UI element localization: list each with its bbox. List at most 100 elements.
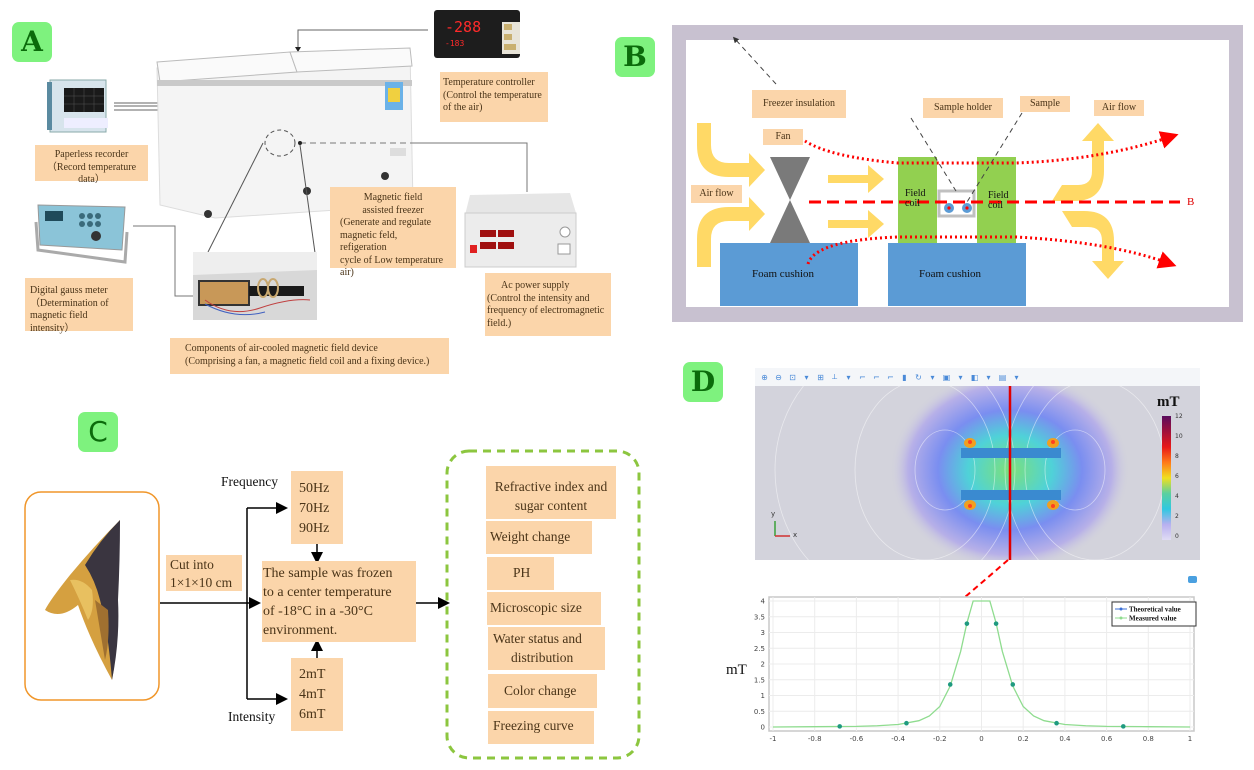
colorbar-tick: 6	[1175, 473, 1179, 480]
field-coil-2-text-a: Field	[988, 190, 1009, 201]
y-tick-label: 3.5	[754, 613, 765, 621]
theoretical-value-point	[964, 621, 970, 626]
view-xy-icon[interactable]: ⟂	[831, 372, 838, 381]
paperless-recorder-image	[47, 79, 108, 133]
view-yz-icon[interactable]: ▾	[846, 372, 851, 382]
freezer-title-2: assisted freezer	[362, 204, 424, 216]
theoretical-value-point	[837, 724, 843, 729]
y-tick-label: 0.5	[754, 708, 765, 716]
controller-display-bottom: -183	[445, 39, 464, 48]
temperature-controller-desc-1: (Control the temperature	[443, 89, 542, 101]
grid-icon[interactable]: ▾	[958, 372, 963, 382]
measurement-text: Refractive index and	[494, 479, 608, 494]
b-field-label: B	[1187, 196, 1195, 208]
legend-icon[interactable]: ◧	[970, 372, 979, 382]
view-3d-icon[interactable]: ⌐	[873, 372, 880, 382]
freezer-desc-1: (Generate and regulate	[340, 217, 432, 228]
measurement-refractive-index: Refractive index and sugar content	[486, 466, 616, 519]
recorder-connector	[114, 102, 174, 111]
intensity-value: 4mT	[299, 687, 326, 702]
measurement-text: Microscopic size	[490, 600, 582, 615]
colorbar-tick: 10	[1175, 433, 1183, 440]
ac-power-desc-3: field.)	[487, 317, 512, 329]
components-line-1: Components of air-cooled magnetic field …	[185, 343, 378, 354]
measurement-weight-change: Weight change	[486, 521, 592, 554]
measured-value-line	[772, 600, 1191, 728]
colorbar-tick: 8	[1175, 453, 1179, 460]
theoretical-value-point	[947, 682, 953, 687]
transparency-icon[interactable]: ▣	[942, 372, 951, 382]
rotate-icon[interactable]: ⌐	[887, 372, 894, 382]
sample-box	[24, 491, 160, 701]
field-coil-2-text-b: coil	[988, 200, 1003, 211]
freezer-label: Magnetic field assisted freezer (Generat…	[330, 187, 456, 278]
zoom-in-icon[interactable]: ⊕	[761, 372, 768, 382]
gauss-meter-image	[34, 204, 129, 264]
theoretical-value-point	[904, 720, 909, 726]
components-label: Components of air-cooled magnetic field …	[170, 338, 449, 374]
axis-icon[interactable]: ⊞	[817, 372, 824, 382]
colorbar-tick: 12	[1175, 413, 1183, 420]
components-photo	[193, 252, 317, 320]
cut-line-1: Cut into	[170, 557, 214, 572]
intensity-value: 6mT	[299, 707, 326, 722]
zoom-extents-icon[interactable]: ▾	[804, 372, 809, 382]
panel-c-label: C	[78, 412, 118, 452]
temperature-controller-image	[434, 10, 520, 58]
field-coil-1-text-a: Field	[905, 188, 926, 199]
bamboo-shoot-image	[45, 520, 120, 680]
freezer-desc-3: cycle of Low temperature	[340, 254, 444, 266]
x-tick-label: 0.4	[1059, 735, 1071, 743]
ac-power-desc-1: (Control the intensity and	[487, 292, 590, 304]
colorbar-tick: 2	[1175, 513, 1179, 520]
theoretical-value-point	[1120, 724, 1126, 729]
gauss-meter-title: Digital gauss meter	[30, 285, 108, 296]
x-tick-label: -0.4	[891, 735, 905, 743]
view-zx-icon[interactable]: ⌐	[859, 372, 866, 382]
air-flow-in-label: Air flow	[691, 185, 742, 203]
theoretical-value-point	[993, 621, 999, 626]
sample-label: Sample	[1020, 96, 1070, 112]
intensity-label: Intensity	[228, 709, 276, 724]
settings-icon[interactable]: ▾	[986, 372, 991, 382]
camera-icon[interactable]: ▮	[902, 372, 907, 382]
x-tick-label: 0.6	[1101, 735, 1113, 743]
measurement-text: Color change	[504, 683, 577, 698]
field-coil-2-label: Field coil	[988, 191, 1009, 211]
plot-export-icon[interactable]	[1188, 576, 1197, 583]
temperature-controller-desc-2: of the air)	[443, 102, 483, 113]
process-line: environment.	[263, 623, 338, 638]
freezer-title-1: Magnetic field	[363, 192, 423, 203]
y-tick-label: 0	[761, 724, 765, 732]
colorbar-tick: 0	[1175, 533, 1179, 540]
legend-marker	[1119, 616, 1123, 620]
x-tick-label: -1	[770, 735, 777, 743]
field-curve-bottom	[806, 235, 1177, 269]
select-icon[interactable]: ↻	[915, 372, 922, 382]
gauss-meter-desc-1: （Determination of	[30, 297, 109, 309]
axis-x-label: x	[793, 531, 798, 539]
controller-display-top: -288	[445, 18, 481, 36]
y-tick-label: 2.5	[754, 645, 765, 653]
paperless-recorder-title: Paperless recorder	[54, 149, 129, 160]
temperature-controller-title: Temperature controller	[443, 77, 535, 88]
zoom-box-icon[interactable]: ⊡	[789, 372, 796, 382]
frequency-value: 90Hz	[299, 521, 330, 536]
x-tick-label: 0	[979, 735, 983, 743]
y-tick-label: 3	[761, 629, 765, 637]
image-icon[interactable]: ▤	[998, 372, 1007, 382]
field-heatmap	[774, 386, 1166, 560]
theoretical-value-point	[1010, 682, 1016, 687]
render-icon[interactable]: ▾	[930, 372, 935, 382]
legend-label: Theoretical value	[1129, 606, 1181, 614]
print-icon[interactable]: ▾	[1014, 372, 1019, 382]
process-box: The sample was frozen to a center temper…	[262, 561, 416, 642]
x-tick-label: 1	[1188, 735, 1192, 743]
panel-d-label: D	[683, 362, 723, 402]
chart-ylabel: mT	[726, 662, 747, 678]
freezer-desc-4: air)	[340, 267, 354, 278]
zoom-out-icon[interactable]: ⊖	[775, 372, 782, 382]
x-tick-label: 0.2	[1018, 735, 1029, 743]
process-line: The sample was frozen	[263, 566, 393, 581]
